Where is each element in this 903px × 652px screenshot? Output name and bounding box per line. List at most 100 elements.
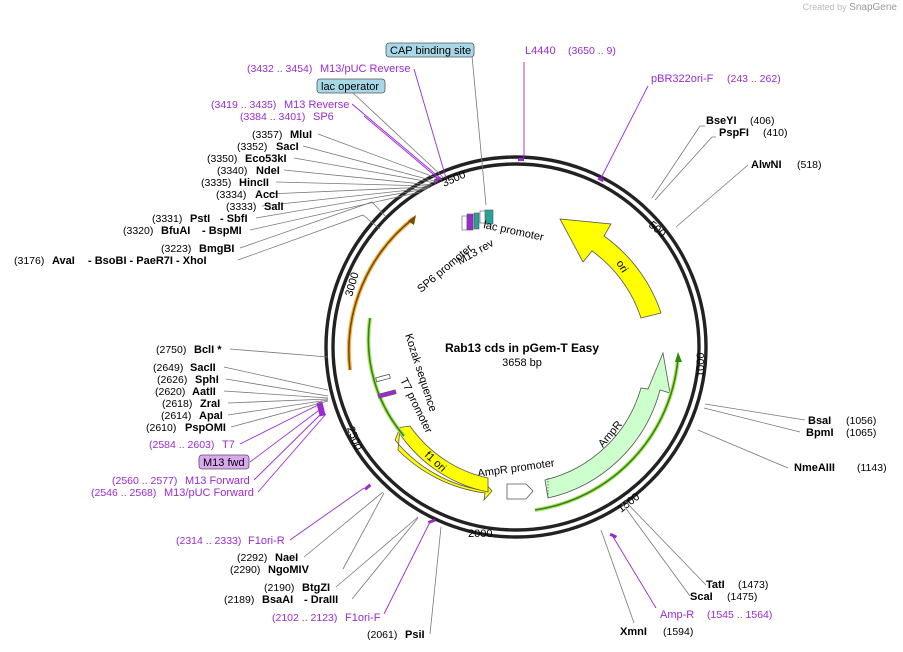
enzyme-scai: ScaI <box>690 591 713 603</box>
lac-operator-leader <box>351 91 445 179</box>
primer-m13-puc-forward: M13/pUC Forward <box>164 487 254 499</box>
ampr-arrow <box>544 351 671 499</box>
enzyme-alwni-pos: (518) <box>797 159 822 171</box>
enzyme-avai-pos: (3176) <box>14 255 44 267</box>
enzyme-pspfi-pos: (410) <box>763 127 788 139</box>
enzyme-pspomi-pos: (2610) <box>146 422 176 434</box>
primer-f1ori-r-pos: (2314 .. 2333) <box>176 535 241 547</box>
primer-l4440-pos: (3650 .. 9) <box>568 45 616 57</box>
snapgene-logo-text: SnapGene <box>849 2 897 13</box>
plasmid-length: 3658 bp <box>502 357 542 369</box>
sphi-leader <box>225 378 329 397</box>
bsai-leader <box>704 403 806 421</box>
primer-amp-r-pos: (1545 .. 1564) <box>707 609 772 621</box>
enzyme-aatii-pos: (2620) <box>155 386 185 398</box>
enzyme-bsai-pos: (1056) <box>846 415 876 427</box>
lac-operator-box <box>473 212 480 230</box>
enzyme-naei-pos: (2292) <box>237 552 267 564</box>
enzyme-bsai: BsaI <box>808 415 831 427</box>
eco53ki-leader <box>293 157 437 184</box>
left-leaders <box>223 133 443 635</box>
cap-leader <box>471 55 487 206</box>
enzyme-sphi: SphI <box>195 374 219 386</box>
enzyme-ngomiv: NgoMIV <box>268 564 310 576</box>
lac-operator-label: lac operator <box>321 81 379 93</box>
primer-pbr322ori-f: pBR322ori-F <box>651 73 714 85</box>
cap-site-box <box>484 209 494 225</box>
mlui-leader <box>317 133 443 181</box>
bseyi-leader <box>651 125 705 199</box>
primer-sp6: SP6 <box>313 111 334 123</box>
enzyme-avai: AvaI <box>52 255 75 267</box>
tick-2500: 2500 <box>344 425 364 452</box>
f1-ori-body <box>395 425 489 493</box>
enzyme-sacii-pos: (2649) <box>153 362 183 374</box>
m13-fwd-box-leader <box>249 407 323 463</box>
naei-leader <box>303 491 384 558</box>
bcli-leader <box>229 348 329 358</box>
enzyme-ndei-pos: (3340) <box>217 165 247 177</box>
pspfi-leader <box>654 136 716 201</box>
enzyme-nmeaiii-pos: (1143) <box>857 462 887 474</box>
enzyme-sacii: SacII <box>190 362 216 374</box>
m13-puc-reverse-leader <box>413 68 447 179</box>
primer-f1ori-f-pos: (2102 .. 2123) <box>272 612 337 624</box>
primer-m13-forward: M13 Forward <box>185 475 250 487</box>
enzyme-xmni-pos: (1594) <box>663 626 693 638</box>
enzyme-psii: PsiI <box>405 629 425 641</box>
pbr322-leader <box>600 85 649 179</box>
enzyme-bfuai-pos: (3320) <box>123 225 153 237</box>
primer-l4440: L4440 <box>525 45 556 57</box>
enzyme-bfuai: BfuAI <box>161 225 190 237</box>
primer-f1ori-r: F1ori-R <box>248 535 285 547</box>
enzyme-mlui: MluI <box>290 129 312 141</box>
enzyme-tati-pos: (1473) <box>738 579 768 591</box>
enzyme-tati: TatI <box>706 579 725 591</box>
amp-r-leader <box>611 534 657 609</box>
enzyme-bcli: BclI * <box>194 344 222 356</box>
enzyme-bsaai-pos: (2189) <box>224 594 254 606</box>
enzyme-apai-pos: (2614) <box>161 410 191 422</box>
m13-fwd-label-box <box>198 454 250 470</box>
enzyme-aatii: AatII <box>192 386 216 398</box>
enzyme-pspomi: PspOMI <box>185 422 226 434</box>
enzyme-eco53ki: Eco53kI <box>245 153 287 165</box>
enzyme-ngomiv-pos: (2290) <box>230 564 260 576</box>
tick-2000: 2000 <box>468 528 492 540</box>
enzyme-pspfi: PspFI <box>719 127 749 139</box>
acci-leader <box>267 186 430 195</box>
insert-line <box>348 217 415 371</box>
enzyme-draiii: - DraIII <box>304 594 338 606</box>
enzyme-btgzi: BtgZI <box>302 582 330 594</box>
f1-ori-arrow <box>394 427 493 502</box>
enzyme-bspmi: - BspMI <box>202 225 242 237</box>
xmni-leader <box>600 529 635 624</box>
enzyme-bmgbi-pos: (3223) <box>161 243 191 255</box>
enzyme-psti: PstI <box>190 213 210 225</box>
enzyme-sbfi: - SbfI <box>220 213 248 225</box>
tati-leader <box>623 499 707 586</box>
m13-puc-forward-leader <box>257 413 327 493</box>
enzyme-sali-pos: (3333) <box>226 201 256 213</box>
psii-leader <box>429 526 442 635</box>
sp6-box <box>461 215 468 231</box>
zrai-leader <box>227 398 329 404</box>
t7-primer-leader <box>239 403 321 445</box>
enzyme-avai-isoschizomers: - BsoBI - PaeR7I - XhoI <box>88 255 207 267</box>
enzyme-bsaai: BsaAI <box>262 594 293 606</box>
m13-forward-leader <box>253 410 325 481</box>
enzyme-ndei: NdeI <box>256 165 280 177</box>
ndei-leader <box>283 169 433 186</box>
primer-m13-puc-reverse: M13/pUC Reverse <box>320 63 410 75</box>
left-enzymes: (3357) MluI (3352) SacI (3350) Eco53kI (… <box>14 129 425 641</box>
t7-box <box>377 389 397 399</box>
amp-r-mark <box>609 532 618 539</box>
aatii-leader <box>223 390 329 399</box>
enzyme-zrai: ZraI <box>200 398 220 410</box>
primer-m13-forward-pos: (2560 .. 2577) <box>112 475 177 487</box>
l4440-mark <box>518 158 524 161</box>
pbr322-mark <box>597 176 605 183</box>
ampr-strand-arrowhead <box>675 352 682 362</box>
enzyme-hincii: HincII <box>239 177 269 189</box>
enzyme-psii-pos: (2061) <box>367 629 397 641</box>
